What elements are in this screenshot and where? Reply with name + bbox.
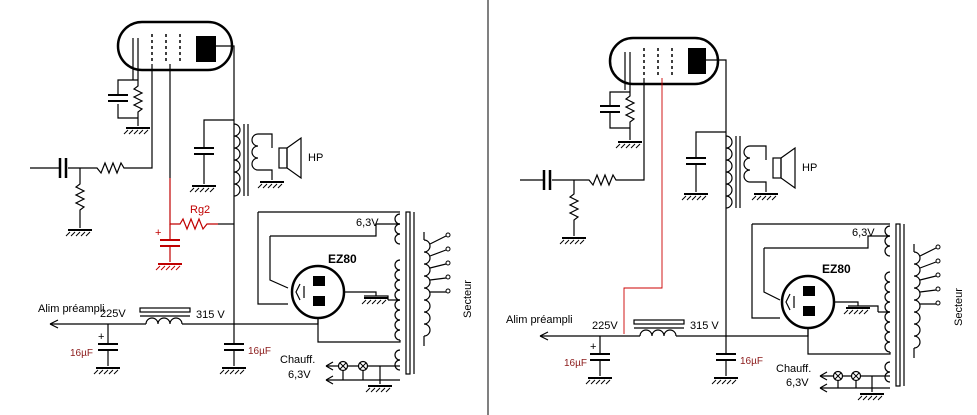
left-cap1-label: 16µF xyxy=(70,348,93,359)
right-pentode-tube xyxy=(608,36,720,86)
left-rg2-label: Rg2 xyxy=(190,204,210,216)
right-tube-label: EZ80 xyxy=(822,262,851,276)
left-tube-label: EZ80 xyxy=(328,252,357,266)
left-225v-label: 225V xyxy=(100,308,126,320)
left-chauff-label: Chauff. xyxy=(280,354,315,366)
left-cap1-plus: + xyxy=(98,331,104,343)
left-pentode-tube xyxy=(116,20,234,72)
left-cap2-label: 16µF xyxy=(248,346,271,357)
right-choke xyxy=(624,319,727,337)
right-chauff-label: Chauff. xyxy=(776,363,811,375)
right-power-transformer xyxy=(884,223,941,387)
right-315v-label: 315 V xyxy=(690,320,719,332)
right-chauff-volt: 6,3V xyxy=(786,377,809,389)
left-mains-label: Secteur xyxy=(462,280,474,318)
right-speaker-icon xyxy=(772,146,796,190)
right-cap2-label: 16µF xyxy=(740,356,763,367)
right-mains-label: Secteur xyxy=(953,288,965,326)
left-chauff-volt: 6,3V xyxy=(288,369,311,381)
left-heater-voltage-label: 6,3V xyxy=(356,217,379,229)
left-power-transformer xyxy=(394,211,451,375)
right-schematic: HP Secteur 6,3V EZ80 xyxy=(506,36,965,401)
left-rg2-cap-plus: + xyxy=(155,227,161,239)
right-speaker-label: HP xyxy=(802,162,817,174)
right-heater-voltage-label: 6,3V xyxy=(852,227,875,239)
left-315v-label: 315 V xyxy=(196,309,225,321)
right-225v-label: 225V xyxy=(592,320,618,332)
left-ez80-rectifier xyxy=(290,264,346,320)
left-speaker-icon xyxy=(278,136,302,180)
left-schematic: Rg2 + xyxy=(30,20,474,393)
right-cap1-plus: + xyxy=(590,341,596,353)
left-speaker-label: HP xyxy=(308,152,323,164)
left-output-transformer xyxy=(233,123,285,197)
right-ez80-rectifier xyxy=(780,274,836,330)
right-output-transformer xyxy=(725,135,779,209)
right-preamp-label: Alim préampli xyxy=(506,314,573,326)
right-cap1-label: 16µF xyxy=(564,358,587,369)
left-preamp-label: Alim préampli xyxy=(38,303,105,315)
